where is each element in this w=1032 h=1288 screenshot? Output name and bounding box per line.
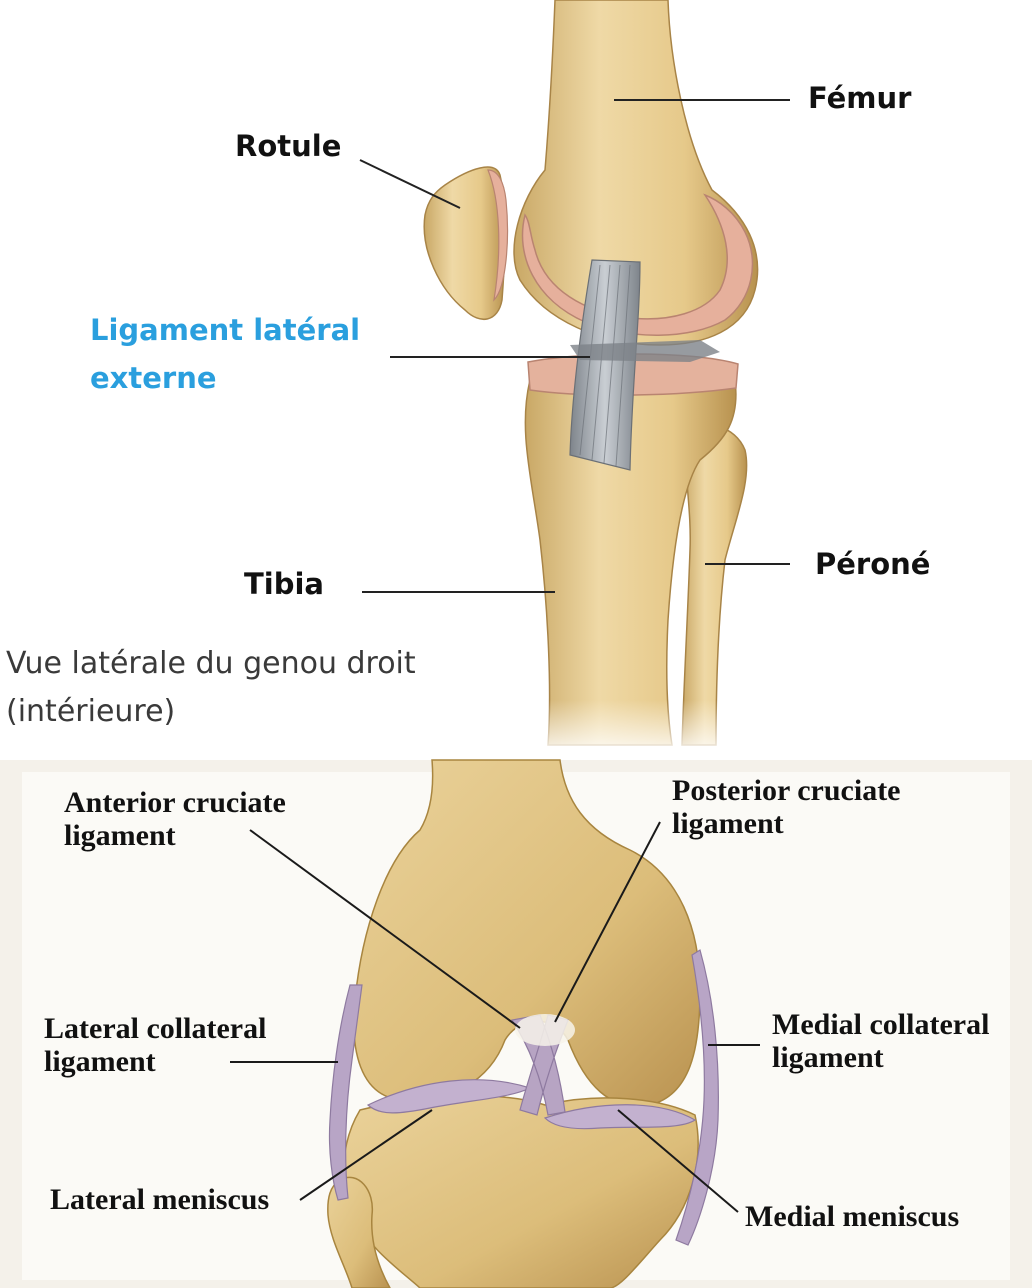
label-medial-meniscus: Medial meniscus bbox=[745, 1200, 959, 1233]
label-lateral-meniscus: Lateral meniscus bbox=[50, 1183, 269, 1216]
label-lateral-collateral-line2: ligament bbox=[44, 1045, 156, 1078]
label-tibia: Tibia bbox=[244, 566, 324, 602]
label-medial-collateral-line2: ligament bbox=[772, 1041, 884, 1074]
label-lateral-collateral-line1: Lateral collateral bbox=[44, 1012, 266, 1045]
label-rotule: Rotule bbox=[235, 128, 341, 164]
label-perone: Péroné bbox=[815, 546, 930, 582]
label-medial-collateral-line1: Medial collateral bbox=[772, 1008, 989, 1041]
label-anterior-cruciate-line2: ligament bbox=[64, 819, 176, 852]
caption-line2: (intérieure) bbox=[6, 690, 175, 734]
label-posterior-cruciate-line2: ligament bbox=[672, 807, 784, 840]
label-femur: Fémur bbox=[808, 80, 911, 116]
caption-line1: Vue latérale du genou droit bbox=[6, 642, 416, 686]
patella-bone bbox=[424, 167, 505, 319]
label-posterior-cruciate-line1: Posterior cruciate bbox=[672, 774, 901, 807]
label-anterior-cruciate-line1: Anterior cruciate bbox=[64, 786, 286, 819]
label-ligament-lateral-externe-line1: Ligament latéral bbox=[90, 306, 360, 354]
label-ligament-lateral-externe-line2: externe bbox=[90, 354, 217, 402]
